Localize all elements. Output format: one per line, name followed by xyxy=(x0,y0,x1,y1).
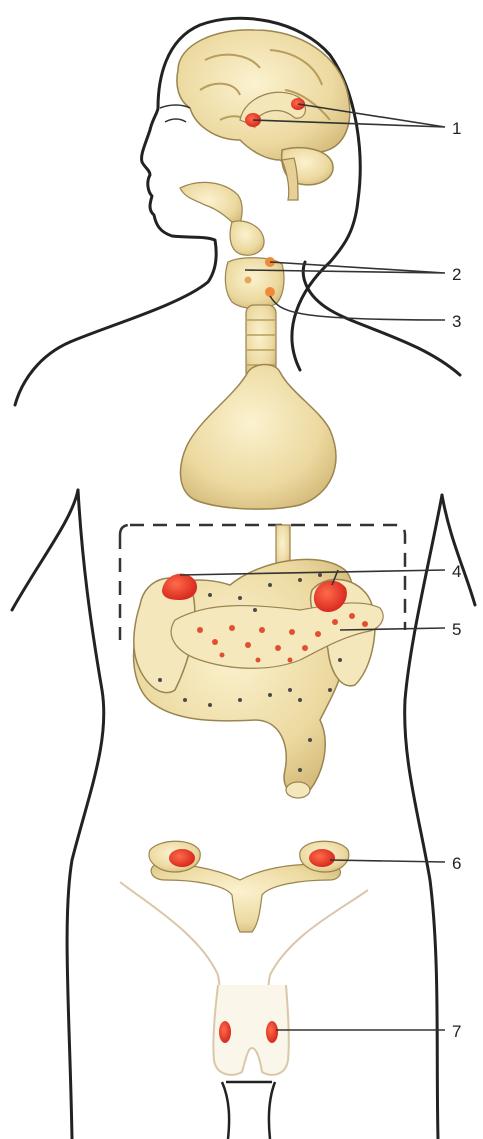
throat xyxy=(180,182,284,380)
torso-left-outline xyxy=(12,490,78,610)
brain-stem xyxy=(282,158,298,200)
abdominal-organs xyxy=(134,525,384,798)
testis-left xyxy=(219,1021,231,1043)
callout-label-3: 3 xyxy=(452,312,461,331)
parathyroid-gland-spot xyxy=(265,287,275,297)
uterus xyxy=(151,864,340,932)
reproductive-male xyxy=(213,985,288,1139)
thymus xyxy=(180,365,335,510)
brain xyxy=(177,30,350,200)
callout-labels: 1 2 3 4 5 6 7 xyxy=(452,119,461,1041)
callout-label-1: 1 xyxy=(452,119,461,138)
callout-label-7: 7 xyxy=(452,1022,461,1041)
legs-outline xyxy=(222,1082,275,1139)
intestine-end xyxy=(286,782,310,798)
callout-label-6: 6 xyxy=(452,854,461,873)
larynx xyxy=(230,221,264,255)
neck-back-outline xyxy=(303,262,460,375)
callout-label-2: 2 xyxy=(452,265,461,284)
thyroid xyxy=(225,258,284,309)
torso-right-outline xyxy=(442,495,475,605)
thyroid-spot-2 xyxy=(245,277,252,284)
eyebrow xyxy=(160,105,190,108)
face-details xyxy=(160,105,190,122)
ovary-left xyxy=(169,849,195,867)
ovary-right xyxy=(309,849,335,867)
eye xyxy=(165,119,186,122)
torso-left-lower-outline xyxy=(67,490,104,1139)
callout-label-5: 5 xyxy=(452,620,461,639)
torso-right-lower-outline xyxy=(405,495,442,1139)
reproductive-female xyxy=(149,841,349,932)
testis-right xyxy=(266,1021,278,1043)
callout-label-4: 4 xyxy=(452,562,461,581)
